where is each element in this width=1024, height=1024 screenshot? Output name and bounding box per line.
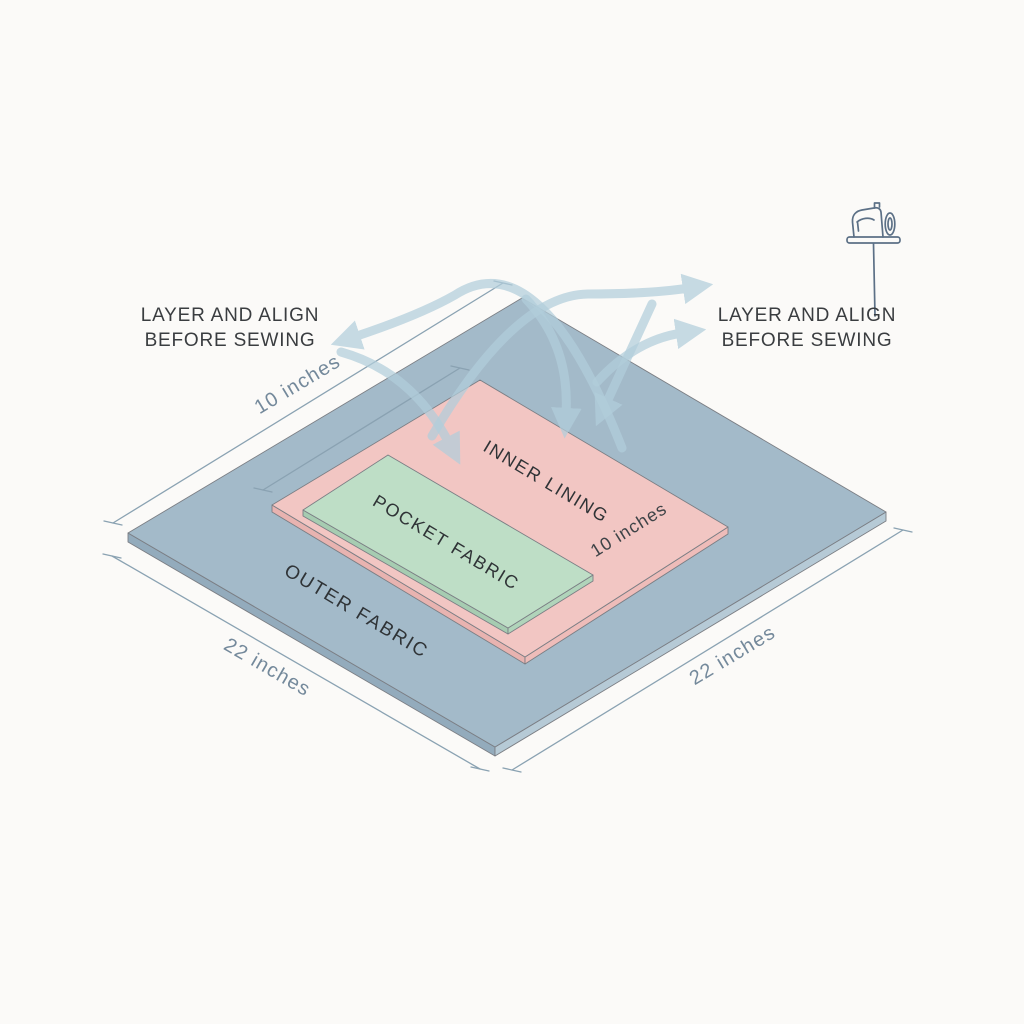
sewing-machine-wheel-hub bbox=[887, 217, 893, 231]
pocket-fabric-top-face bbox=[302, 454, 594, 629]
sewing-machine-arm-detail bbox=[856, 217, 875, 232]
sewing-needle-pin bbox=[872, 242, 876, 317]
arrow-center-down-right bbox=[594, 299, 657, 427]
arrow-to-left-callout bbox=[330, 279, 627, 453]
right-callout-line2: BEFORE SEWING bbox=[721, 330, 893, 351]
sewing-machine-spool bbox=[873, 202, 881, 209]
sewing-machine-body bbox=[851, 206, 884, 238]
right-callout-line1: LAYER AND ALIGN bbox=[717, 305, 897, 326]
arrow-to-right-callout-lower bbox=[592, 318, 707, 387]
lower-right-dimension-line bbox=[502, 527, 913, 773]
sewing-machine-icon bbox=[846, 202, 901, 317]
arrow-center-down-left bbox=[521, 294, 582, 439]
pocket-fabric-shape bbox=[302, 454, 594, 635]
dimension-lines bbox=[102, 280, 913, 773]
sewing-machine-base bbox=[846, 236, 901, 244]
sewing-machine-wheel bbox=[884, 212, 896, 236]
lower-left-dimension-line bbox=[102, 553, 490, 772]
layering-arrows bbox=[330, 273, 714, 465]
left-callout: LAYER AND ALIGN BEFORE SEWING bbox=[120, 303, 340, 353]
left-callout-line1: LAYER AND ALIGN bbox=[140, 305, 320, 326]
inner-lining-top-face bbox=[271, 379, 729, 658]
arrow-to-right-callout-upper bbox=[427, 273, 714, 441]
inner-lining-shape bbox=[271, 379, 729, 665]
left-callout-line2: BEFORE SEWING bbox=[144, 330, 316, 351]
inner-lining-dimension-line bbox=[253, 365, 470, 493]
right-callout: LAYER AND ALIGN BEFORE SEWING bbox=[697, 303, 917, 353]
